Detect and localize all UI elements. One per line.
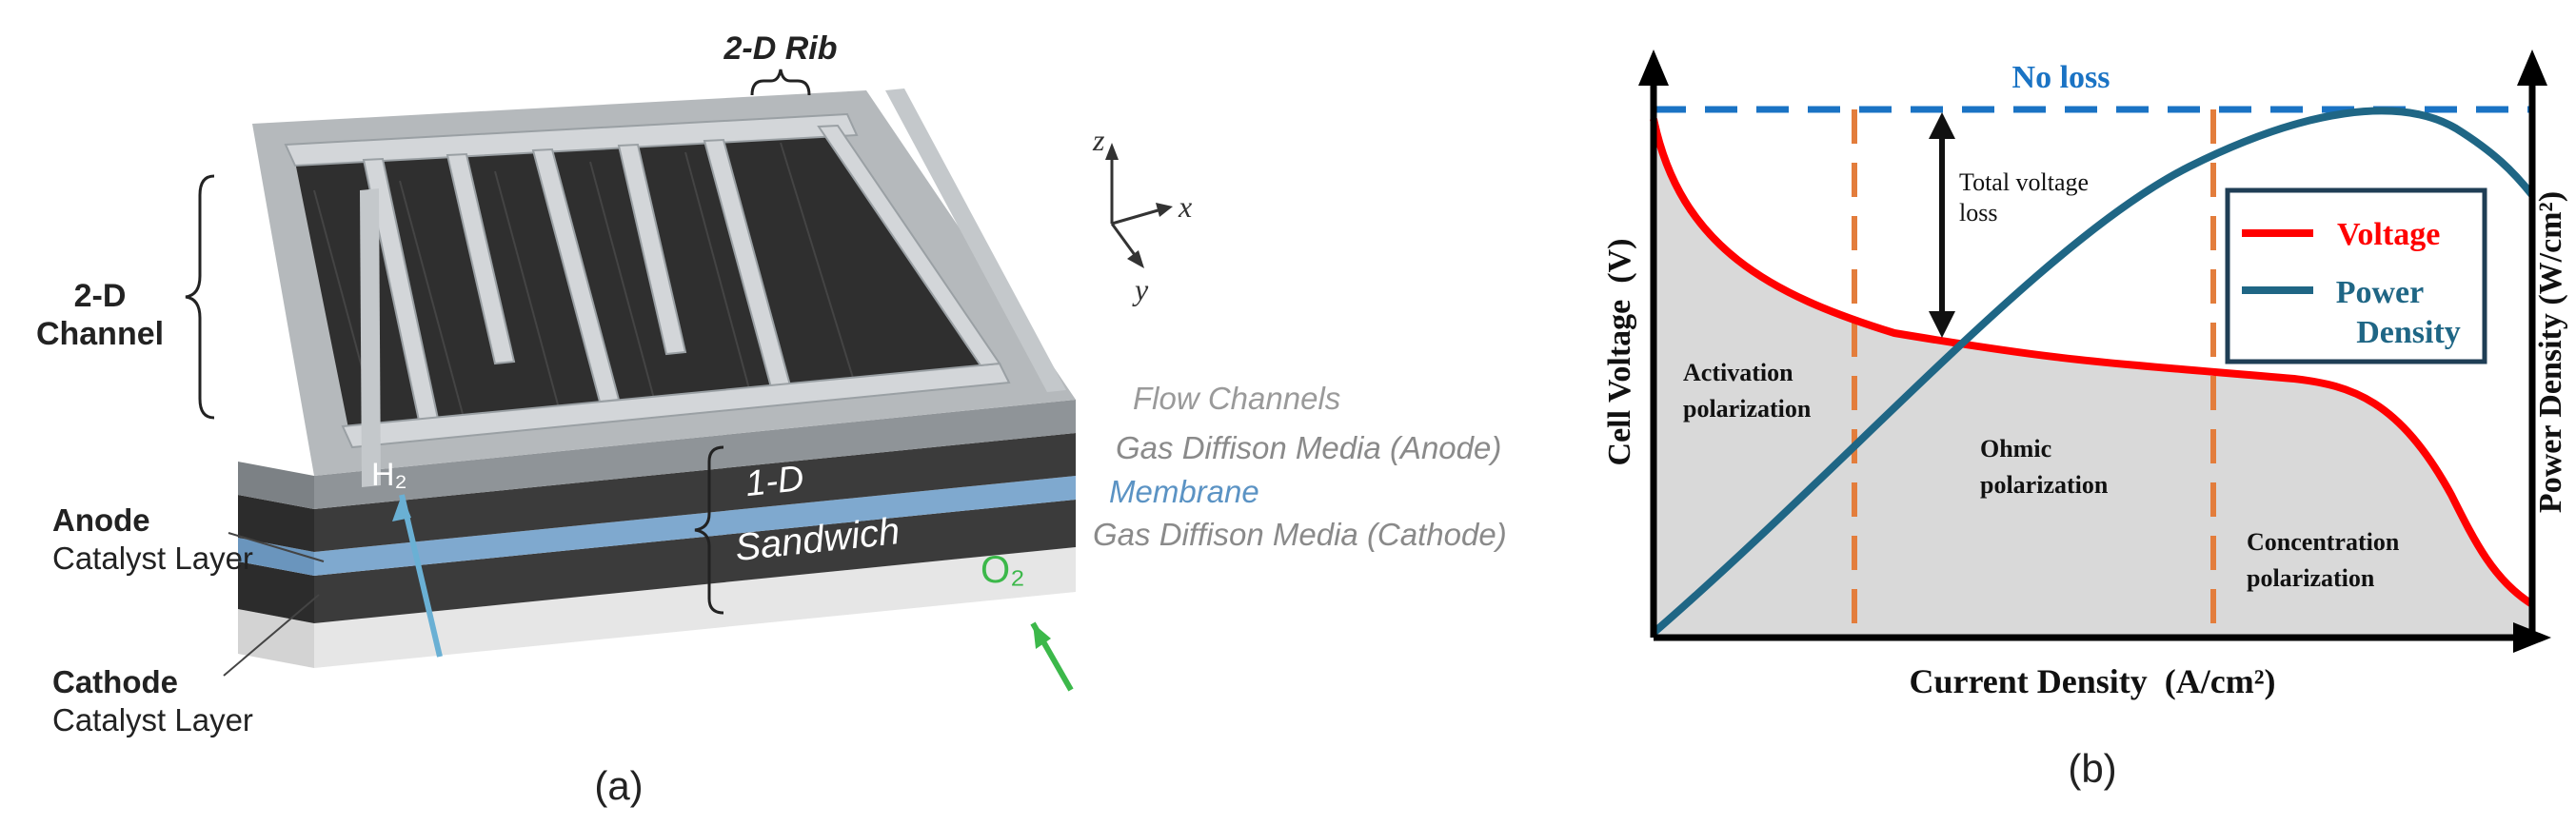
cathode-label-line2: Catalyst Layer xyxy=(52,702,253,738)
layer-label-membrane: Membrane xyxy=(1109,474,1259,509)
rib-brace xyxy=(750,69,811,96)
total-loss-label-line1: Total voltage xyxy=(1959,168,2089,196)
axis-x-label: x xyxy=(1178,189,1192,224)
channel-label-line1: 2-D xyxy=(74,278,127,314)
axis-y-label: y xyxy=(1132,272,1149,306)
sandwich-label-line1: 1-D xyxy=(743,459,805,504)
y-axis-right-label: Power Density (W/cm²) xyxy=(2533,191,2568,513)
layer-label-gdm-anode: Gas Diffison Media (Anode) xyxy=(1116,430,1501,465)
h2-label: H₂ xyxy=(371,457,407,493)
anode-label-line1: Anode xyxy=(52,502,150,538)
activation-label-line2: polarization xyxy=(1683,395,1812,423)
concentration-label-line2: polarization xyxy=(2247,564,2375,592)
sandwich-brace xyxy=(694,445,724,615)
fuel-cell-schematic xyxy=(185,69,1173,692)
power-curve xyxy=(1651,107,2536,637)
activation-label-line1: Activation xyxy=(1683,359,1793,386)
h2-arrow xyxy=(399,494,443,658)
x-axis-label: Current Density (A/cm²) xyxy=(1909,662,2275,700)
anode-gdm-layer xyxy=(314,433,1076,552)
rib-column xyxy=(360,188,381,487)
voltage-curve xyxy=(1650,118,2535,608)
total-loss-label-line2: loss xyxy=(1959,199,1997,226)
voltage-area-fill xyxy=(1654,119,2532,638)
cathode-label-line1: Cathode xyxy=(52,664,178,699)
ohmic-label-line1: Ohmic xyxy=(1980,435,2051,462)
flow-plate-front xyxy=(314,400,1076,509)
o2-label: O₂ xyxy=(981,549,1025,591)
coordinate-axes xyxy=(1105,143,1173,268)
anode-label-line2: Catalyst Layer xyxy=(52,541,253,576)
layer-label-flow-channels: Flow Channels xyxy=(1133,381,1340,416)
cathode-gdm-layer xyxy=(314,500,1076,623)
panel-a-caption: (a) xyxy=(594,763,643,808)
serpentine-ribs xyxy=(284,112,1011,449)
membrane-layer xyxy=(314,476,1076,576)
polarization-diagram xyxy=(1638,49,2551,653)
layer-label-gdm-cathode: Gas Diffison Media (Cathode) xyxy=(1093,517,1507,552)
y-axis-left-label: Cell Voltage (V) xyxy=(1602,239,1637,466)
bottom-layer xyxy=(314,547,1076,668)
legend-box xyxy=(2225,187,2487,364)
axis-z-label: z xyxy=(1092,123,1105,157)
legend-power-label-line1: Power xyxy=(2336,275,2425,310)
channel-label-line2: Channel xyxy=(36,316,164,352)
no-loss-label: No loss xyxy=(2012,60,2110,95)
ohmic-label-line2: polarization xyxy=(1980,471,2109,499)
panel-b-caption: (b) xyxy=(2068,746,2116,791)
concentration-label-line1: Concentration xyxy=(2247,528,2400,556)
rib-label: 2-D Rib xyxy=(723,30,838,67)
anode-leader xyxy=(228,532,325,562)
legend-voltage-label: Voltage xyxy=(2337,217,2440,252)
legend-power-label-line2: Density xyxy=(2356,315,2461,350)
channel-brace xyxy=(185,174,215,420)
cathode-leader xyxy=(223,594,320,677)
